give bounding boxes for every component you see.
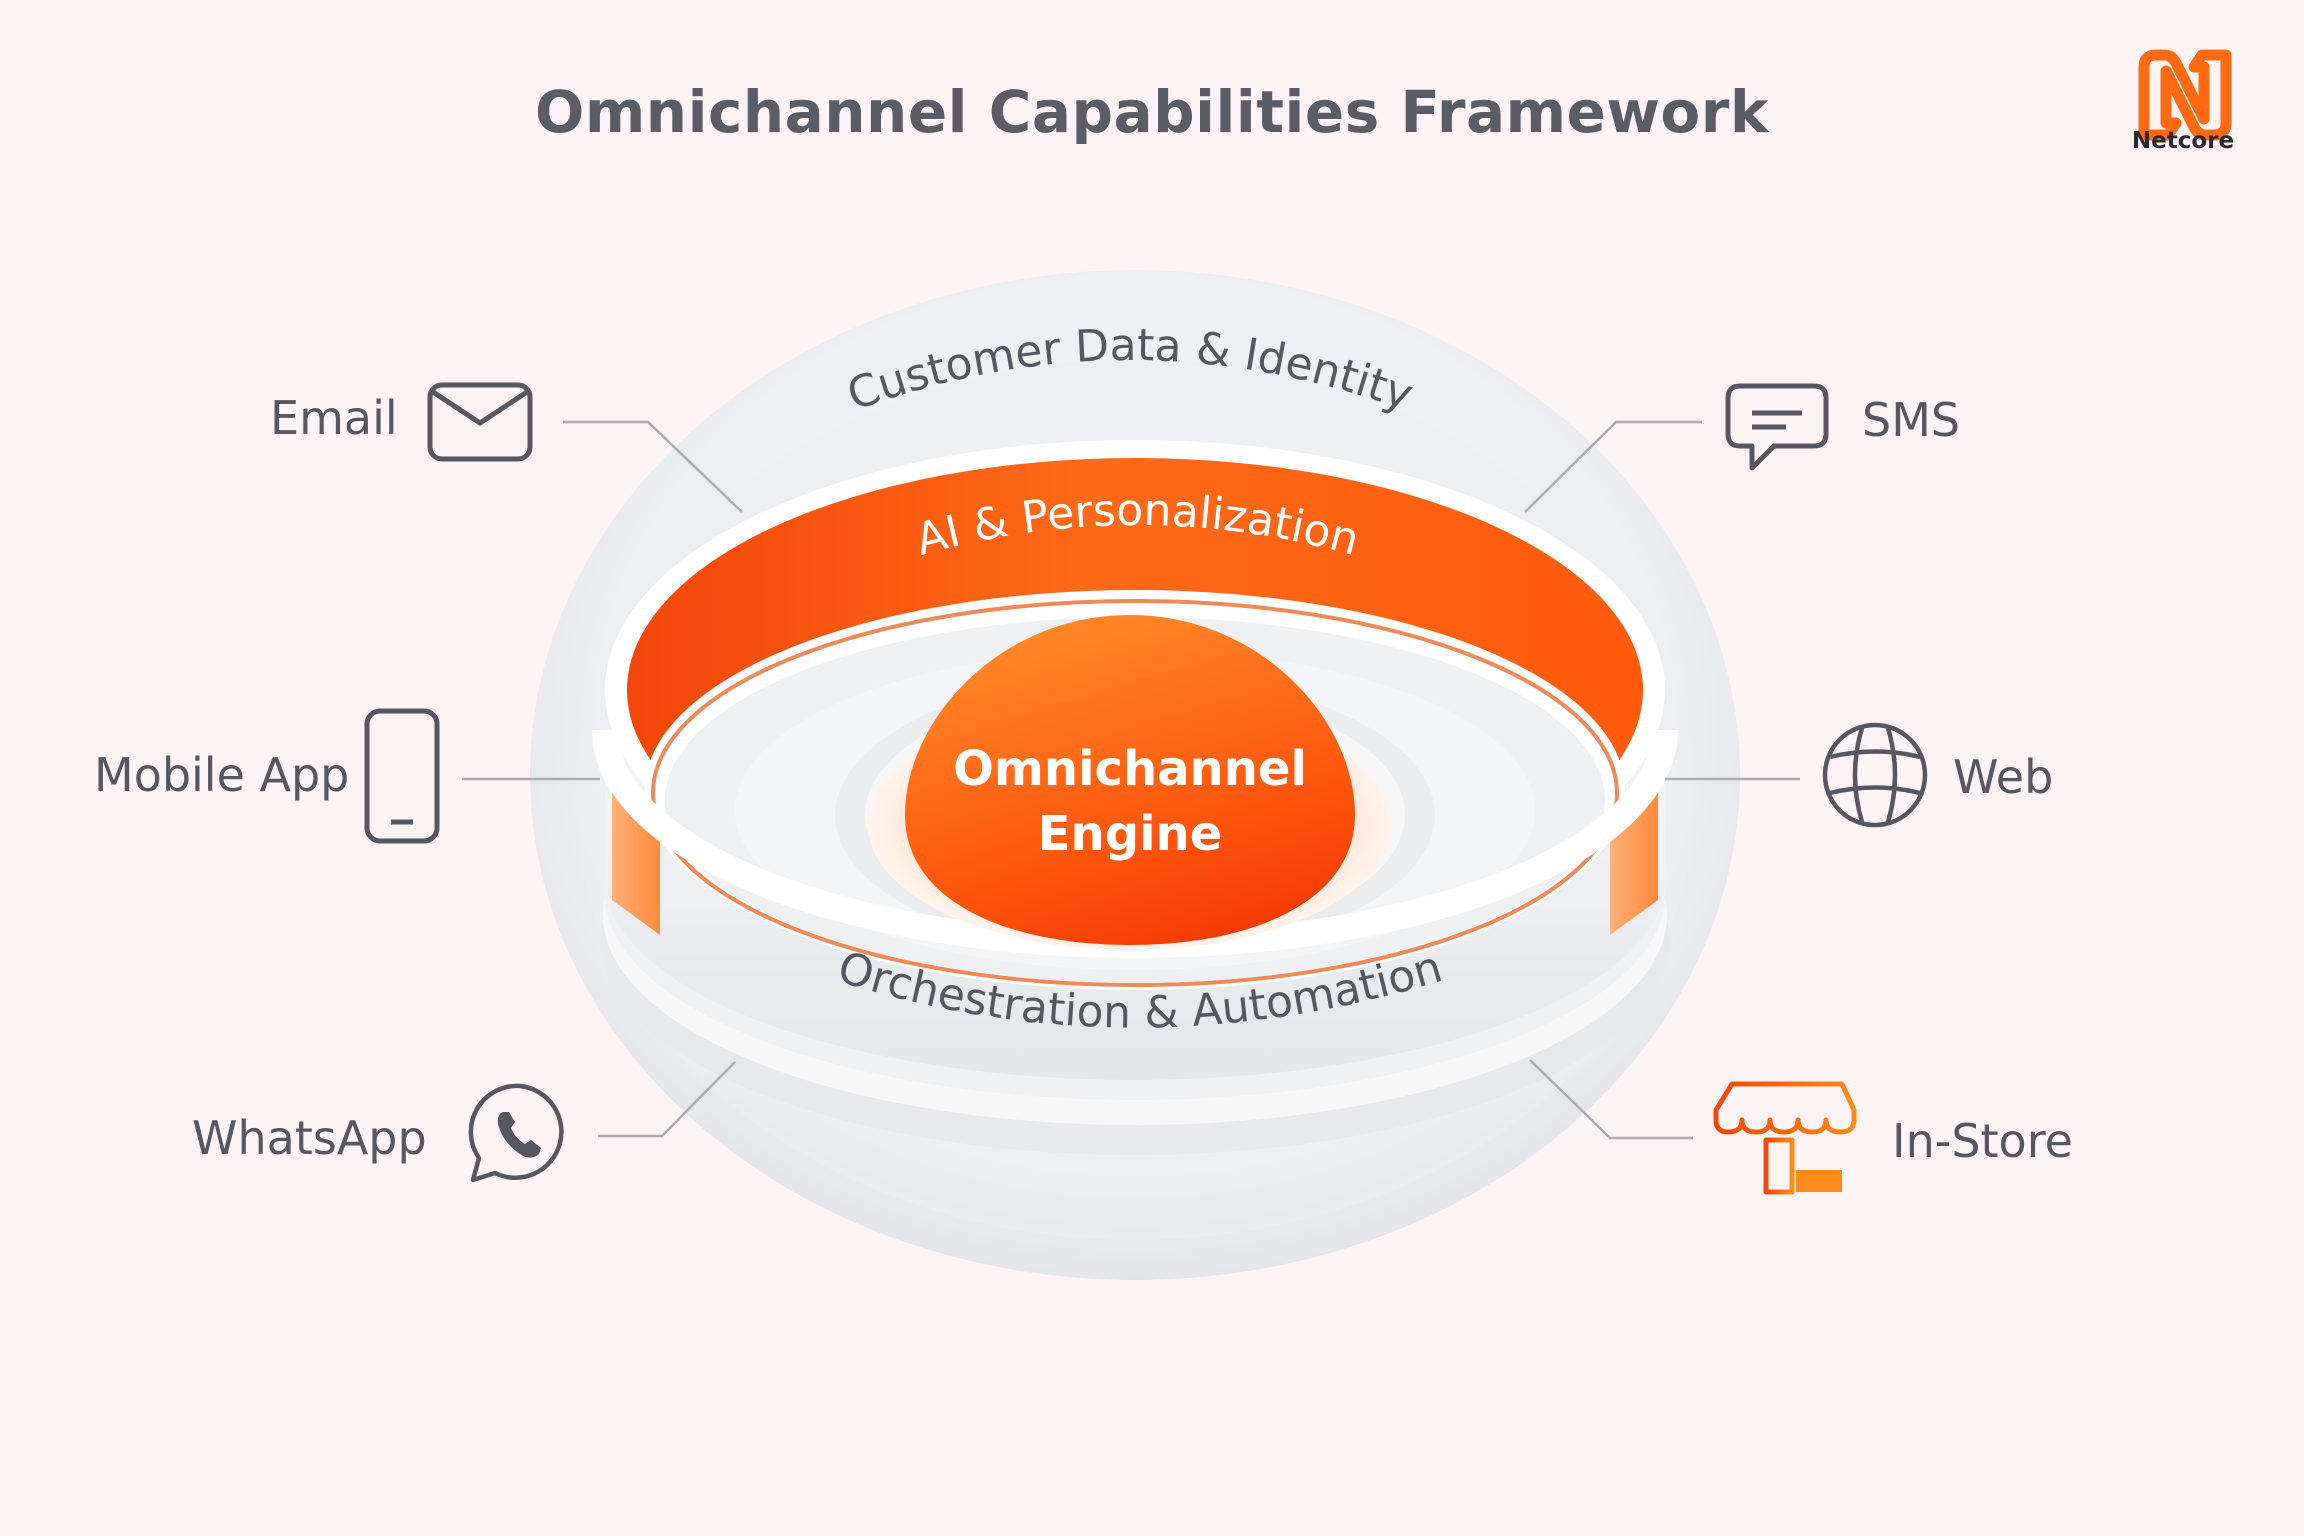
- channel-label-sms: SMS: [1862, 393, 1961, 447]
- smartphone-icon: [364, 708, 440, 844]
- channel-label-instore: In-Store: [1892, 1114, 2073, 1168]
- envelope-icon: [427, 382, 533, 462]
- channel-label-whatsapp: WhatsApp: [192, 1111, 427, 1165]
- netcore-logo-icon: [2138, 49, 2232, 141]
- omnichannel-engine-core: [905, 615, 1355, 945]
- core-label-line2: Engine: [1038, 806, 1223, 862]
- core-label-line1: Omnichannel: [953, 741, 1307, 797]
- storefront-icon: [1712, 1081, 1862, 1197]
- connector-email: [563, 420, 743, 513]
- connector-instore: [1529, 1059, 1693, 1140]
- channel-label-web: Web: [1953, 750, 2054, 804]
- page-title: Omnichannel Capabilities Framework: [535, 78, 1769, 146]
- globe-icon: [1822, 722, 1928, 828]
- connector-whatsapp: [598, 1061, 736, 1138]
- connector-sms: [1524, 420, 1702, 513]
- whatsapp-icon: [468, 1083, 564, 1183]
- chat-bubble-icon: [1725, 383, 1829, 471]
- channel-label-mobile-app: Mobile App: [94, 748, 350, 802]
- brand-name: Netcore: [2131, 128, 2235, 154]
- channel-label-email: Email: [270, 391, 398, 445]
